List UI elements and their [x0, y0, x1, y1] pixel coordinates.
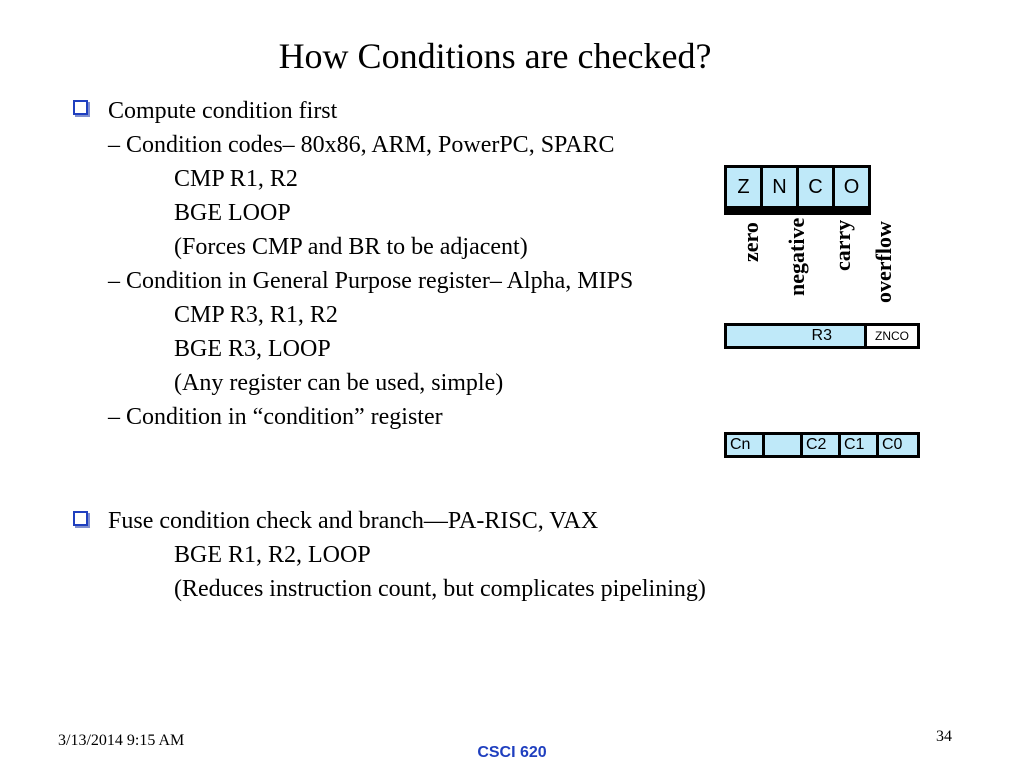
bullet-text: Fuse condition check and branch—PA-RISC,… — [108, 508, 599, 534]
bullet-text: Compute condition first — [108, 98, 338, 124]
flag-cell: O — [835, 168, 868, 206]
register-flag-bits: ZNCO — [867, 326, 917, 346]
code-line: BGE R3, LOOP — [174, 336, 331, 362]
footer-course: CSCI 620 — [477, 744, 547, 761]
square-bullet-icon — [73, 100, 88, 115]
note-line: (Reduces instruction count, but complica… — [174, 576, 706, 602]
cond-cell: C0 — [879, 435, 917, 455]
square-bullet-icon — [73, 511, 88, 526]
sub-item: – Condition in “condition” register — [108, 404, 443, 430]
cond-cell: Cn — [727, 435, 765, 455]
sub-item: – Condition in General Purpose register–… — [108, 268, 634, 294]
flag-label: zero — [738, 222, 763, 262]
note-line: (Forces CMP and BR to be adjacent) — [174, 234, 528, 260]
code-line: BGE R1, R2, LOOP — [174, 542, 371, 568]
text-clip-area: Compute condition first – Condition code… — [0, 0, 706, 300]
sub-item: – Condition codes– 80x86, ARM, PowerPC, … — [108, 132, 615, 158]
flag-cell: C — [799, 168, 835, 206]
code-line: CMP R3, R1, R2 — [174, 302, 338, 328]
cond-cell: C1 — [841, 435, 879, 455]
flag-cell: N — [763, 168, 799, 206]
flag-cell: Z — [727, 168, 763, 206]
flag-label: negative — [784, 217, 809, 296]
general-purpose-register: R3 ZNCO — [724, 323, 920, 349]
condition-flags-register: Z N C O — [724, 165, 871, 215]
condition-register: Cn C2 C1 C0 — [724, 432, 920, 458]
flag-label: carry — [830, 219, 855, 271]
page-number: 34 — [936, 728, 952, 745]
flag-label: overflow — [871, 221, 896, 303]
slide-title: How Conditions are checked? — [278, 36, 712, 76]
footer-date: 3/13/2014 9:15 AM — [58, 732, 185, 749]
code-line: CMP R1, R2 — [174, 166, 298, 192]
cond-cell-empty — [765, 435, 803, 455]
note-line: (Any register can be used, simple) — [174, 370, 504, 396]
register-name: R3 — [727, 326, 867, 346]
cond-cell: C2 — [803, 435, 841, 455]
code-line: BGE LOOP — [174, 200, 291, 226]
